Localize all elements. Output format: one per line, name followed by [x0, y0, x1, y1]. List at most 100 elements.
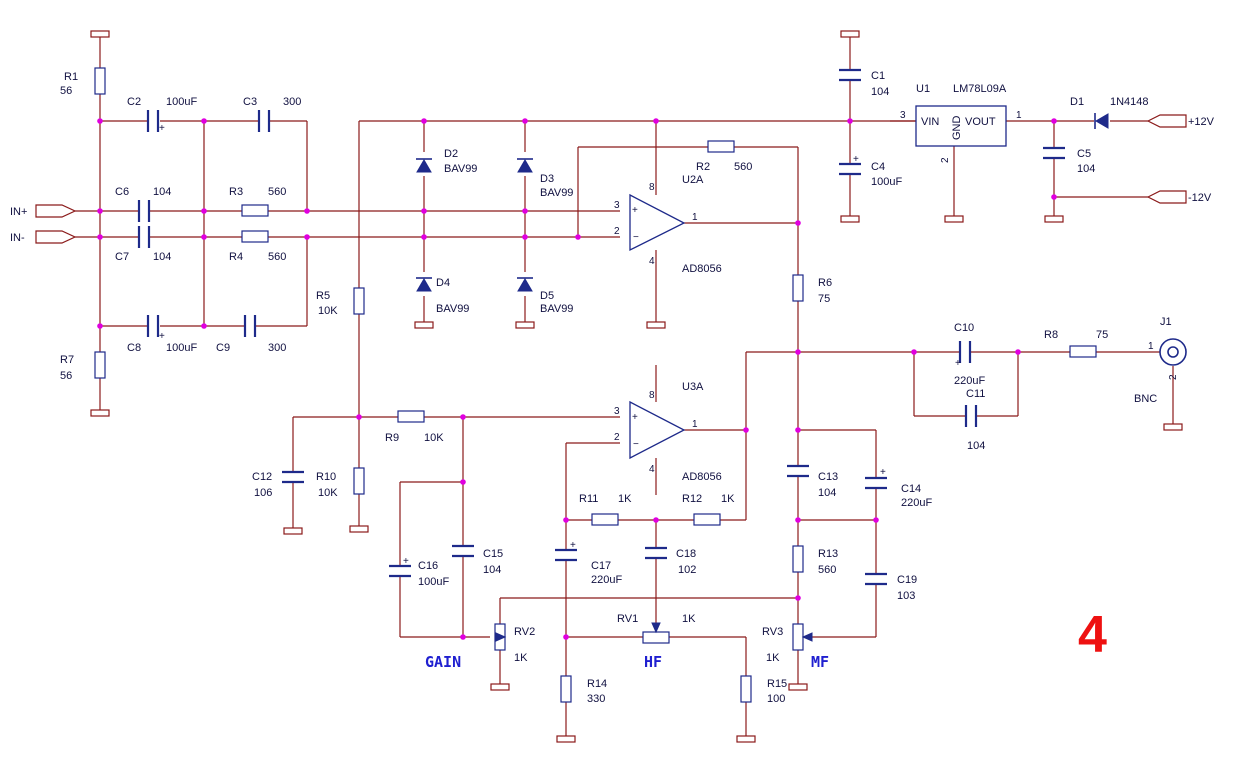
resistor-r13	[792, 545, 804, 573]
label-r4-ref: R4	[229, 251, 243, 263]
label-c5-ref: C5	[1077, 148, 1091, 160]
label-c8-ref: C8	[127, 342, 141, 354]
polarity-c2: +	[159, 123, 165, 134]
page-number: 4	[1078, 606, 1107, 664]
label-r14-value: 330	[587, 693, 605, 705]
label-r3-ref: R3	[229, 186, 243, 198]
label-r10-value: 10K	[318, 487, 338, 499]
ground-symbols	[90, 30, 1183, 743]
label-r13-value: 560	[818, 564, 836, 576]
label-j1-ref: J1	[1160, 316, 1172, 328]
svg-text:2: 2	[1168, 374, 1179, 380]
capacitor-c7	[137, 226, 151, 248]
label-c11-ref: C11	[966, 388, 985, 400]
label-c4-value: 100uF	[871, 176, 902, 188]
resistor-r15	[740, 675, 752, 703]
label-c8-value: 100uF	[166, 342, 197, 354]
opamp-u3a: + − 3 2 1 8 4	[614, 390, 698, 475]
svg-text:VOUT: VOUT	[965, 116, 996, 128]
wires	[75, 37, 1174, 736]
svg-text:1: 1	[1148, 341, 1154, 352]
label-r6-ref: R6	[818, 277, 832, 289]
label-c7-value: 104	[153, 251, 171, 263]
label-r5-ref: R5	[316, 290, 330, 302]
capacitor-c19	[865, 572, 887, 586]
svg-text:−: −	[633, 232, 639, 243]
capacitor-c14	[865, 476, 887, 490]
label-c7-ref: C7	[115, 251, 129, 263]
svg-text:GND: GND	[951, 116, 963, 141]
label-c18-ref: C18	[676, 548, 696, 560]
label-d3-ref: D3	[540, 173, 554, 185]
label-r1-value: 56	[60, 85, 72, 97]
bnc-connector-j1: 1 2	[1148, 338, 1187, 380]
label-rv2-value: 1K	[514, 652, 528, 664]
svg-text:3: 3	[614, 406, 620, 417]
capacitors: + + + + + + +	[137, 68, 1065, 586]
control-label-hf: HF	[644, 653, 662, 671]
svg-text:2: 2	[940, 157, 951, 163]
label-u2a-ref: U2A	[682, 174, 704, 186]
label-c15-value: 104	[483, 564, 501, 576]
potentiometer-rv3	[792, 623, 804, 651]
label-rv3-ref: RV3	[762, 626, 783, 638]
label-c2-ref: C2	[127, 96, 141, 108]
resistor-r1	[94, 67, 106, 95]
label-r10-ref: R10	[316, 471, 336, 483]
label-r6-value: 75	[818, 293, 830, 305]
label-c2-value: 100uF	[166, 96, 197, 108]
polarity-c8: +	[159, 331, 165, 342]
label-rv2-ref: RV2	[514, 626, 535, 638]
svg-text:+: +	[632, 205, 638, 216]
diode-d4	[416, 277, 432, 292]
label-r5-value: 10K	[318, 305, 338, 317]
capacitor-c10	[958, 341, 972, 363]
capacitor-c18	[645, 546, 667, 560]
label-r8-ref: R8	[1044, 329, 1058, 341]
label-d1-ref: D1	[1070, 96, 1084, 108]
svg-text:VIN: VIN	[921, 116, 939, 128]
label-c1-value: 104	[871, 86, 889, 98]
resistor-r6	[792, 274, 804, 302]
label-d5-value: BAV99	[540, 303, 573, 315]
label-c16-ref: C16	[418, 560, 438, 572]
svg-text:8: 8	[649, 390, 655, 401]
label-r11-value: 1K	[618, 493, 632, 505]
label-rv1-value: 1K	[682, 613, 696, 625]
capacitor-c6	[137, 200, 151, 222]
label-r9-ref: R9	[385, 432, 399, 444]
resistor-r2	[707, 140, 735, 153]
polarity-c14: +	[880, 467, 886, 478]
wiper-arrow-rv2	[495, 632, 507, 642]
resistor-r3	[241, 204, 269, 217]
label-r7-ref: R7	[60, 354, 74, 366]
capacitor-c4	[839, 162, 861, 176]
label-r1-ref: R1	[64, 71, 78, 83]
ports: IN+ IN- +12V -12V	[10, 114, 1215, 244]
label-c19-ref: C19	[897, 574, 917, 586]
port-plus12v: +12V	[1188, 116, 1215, 128]
svg-text:1: 1	[1016, 110, 1022, 121]
polarity-c10: +	[955, 358, 961, 369]
resistor-r9	[397, 410, 425, 423]
label-rv1-ref: RV1	[617, 613, 638, 625]
resistor-r8	[1069, 345, 1097, 358]
label-r2-ref: R2	[696, 161, 710, 173]
label-c9-ref: C9	[216, 342, 230, 354]
label-r2-value: 560	[734, 161, 752, 173]
label-r15-value: 100	[767, 693, 785, 705]
capacitor-c16	[389, 564, 411, 578]
component-labels: R1 56 C2 100uF C3 300 C6 104 R3 560 C7 1…	[60, 70, 1172, 705]
label-c15-ref: C15	[483, 548, 503, 560]
label-u3a-ref: U3A	[682, 381, 704, 393]
label-r12-ref: R12	[682, 493, 702, 505]
label-c6-ref: C6	[115, 186, 129, 198]
label-u1-value: LM78L09A	[953, 83, 1007, 95]
label-d4-value: BAV99	[436, 303, 469, 315]
label-d4-ref: D4	[436, 277, 450, 289]
wiper-arrow-rv3	[801, 632, 813, 642]
label-r15-ref: R15	[767, 678, 787, 690]
label-c17-ref: C17	[591, 560, 611, 572]
polarity-c16: +	[403, 556, 409, 567]
svg-text:+: +	[632, 412, 638, 423]
